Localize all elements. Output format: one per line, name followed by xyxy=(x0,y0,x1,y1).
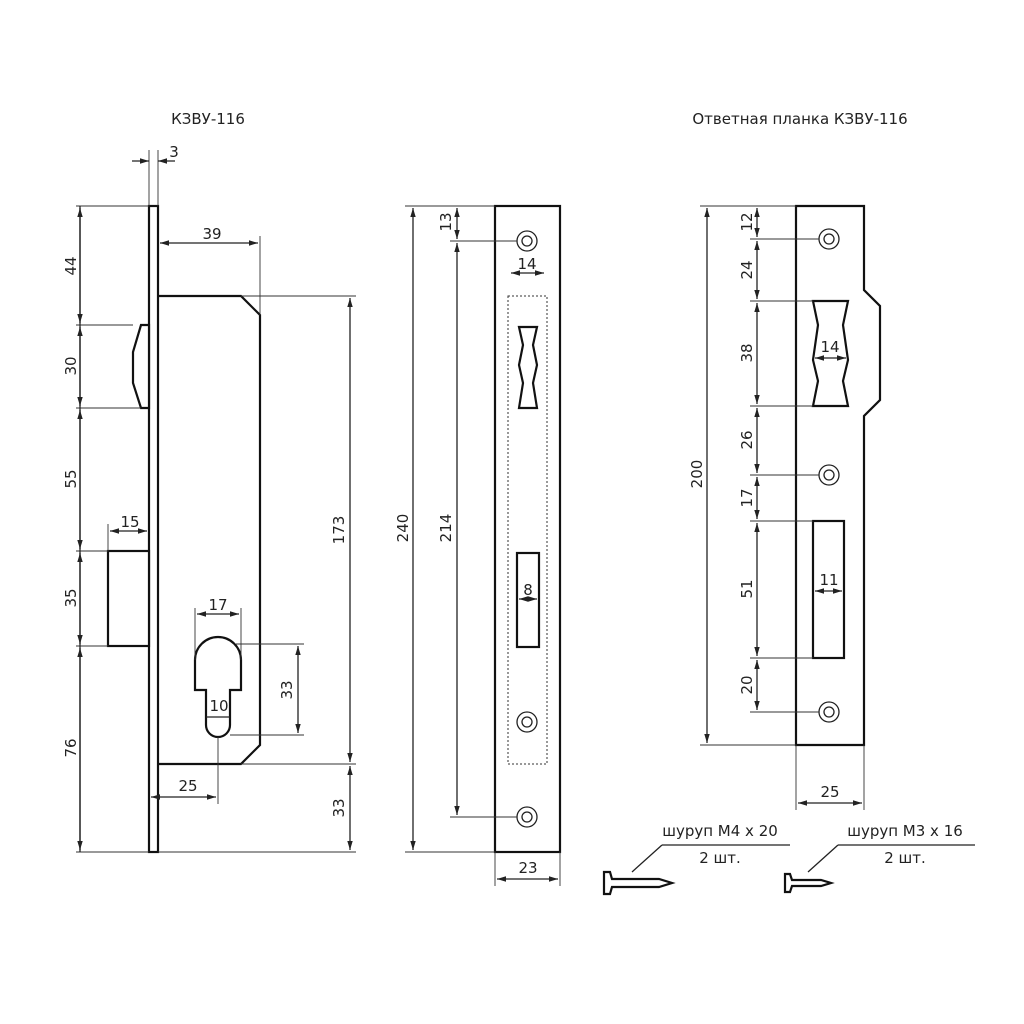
dim-front-top-hole: 13 xyxy=(437,212,455,231)
dim-strike-4: 26 xyxy=(738,430,756,449)
dim-faceplate: 3 xyxy=(169,143,179,161)
screw-m3: шуруп М3 х 16 2 шт. xyxy=(783,822,975,894)
lock-title: КЗВУ-116 xyxy=(171,110,245,128)
front-faceplate xyxy=(493,204,562,854)
dim-top: 44 xyxy=(62,256,80,275)
dim-strike-bolt-width: 11 xyxy=(819,571,838,589)
dim-strike-5: 17 xyxy=(738,488,756,507)
screw-m3-qty: 2 шт. xyxy=(884,849,926,867)
dim-front-bolt-width: 8 xyxy=(523,581,533,599)
screw-m4: шуруп М4 х 20 2 шт. xyxy=(602,822,790,896)
lock-faceplate xyxy=(147,204,160,854)
dim-strike-1: 12 xyxy=(738,212,756,231)
screw-m4-icon xyxy=(602,870,676,896)
dim-strike-width: 25 xyxy=(820,783,839,801)
dim-strike-3: 38 xyxy=(738,343,756,362)
screw-hole-mid xyxy=(516,711,538,733)
latch-bolt xyxy=(131,323,151,410)
lock-body xyxy=(158,294,262,766)
dim-strike-7: 20 xyxy=(738,675,756,694)
dim-cyl-slot: 10 xyxy=(209,697,228,715)
dim-cyl-width: 17 xyxy=(208,596,227,614)
dim-gap: 55 xyxy=(62,469,80,488)
front-dimensions: 240 214 13 14 8 23 xyxy=(394,205,561,886)
lock-dimensions: 44 30 55 35 76 3 39 15 173 33 17 xyxy=(62,143,356,853)
screw-m4-qty: 2 шт. xyxy=(699,849,741,867)
dim-front-width: 23 xyxy=(518,859,537,877)
front-latch-opening xyxy=(517,325,539,410)
strike-dimensions: 200 12 24 38 26 17 51 20 14 11 25 xyxy=(688,205,865,810)
dim-strike-total: 200 xyxy=(688,460,706,489)
dim-bottom: 76 xyxy=(62,738,80,757)
strike-plate xyxy=(794,204,882,747)
dim-backset: 25 xyxy=(178,777,197,795)
front-bolt-opening xyxy=(515,551,541,649)
dim-cyl-height: 33 xyxy=(278,680,296,699)
screw-m4-label: шуруп М4 х 20 xyxy=(662,822,778,840)
strike-latch-opening xyxy=(811,299,850,408)
dim-strike-latch-width: 14 xyxy=(820,338,839,356)
front-body-outline xyxy=(507,295,548,765)
dim-front-latch-width: 14 xyxy=(517,255,536,273)
dim-strike-2: 24 xyxy=(738,260,756,279)
dim-bolt: 35 xyxy=(62,588,80,607)
dim-below-body: 33 xyxy=(330,798,348,817)
dim-bolt-width: 15 xyxy=(120,513,139,531)
cylinder-cutout xyxy=(193,635,243,739)
dim-strike-6: 51 xyxy=(738,579,756,598)
dim-body-height: 173 xyxy=(330,516,348,545)
strike-title: Ответная планка КЗВУ-116 xyxy=(692,110,907,128)
dim-body-depth: 39 xyxy=(202,225,221,243)
dim-latch: 30 xyxy=(62,356,80,375)
lock-front-view xyxy=(493,204,562,854)
strike-bolt-opening xyxy=(811,519,846,660)
strike-outline xyxy=(794,204,882,747)
dim-front-holes: 214 xyxy=(437,514,455,543)
screw-m3-label: шуруп М3 х 16 xyxy=(847,822,963,840)
screw-m3-icon xyxy=(783,872,835,894)
dead-bolt xyxy=(106,549,151,648)
dim-front-total: 240 xyxy=(394,514,412,543)
lock-side-view xyxy=(106,204,262,854)
